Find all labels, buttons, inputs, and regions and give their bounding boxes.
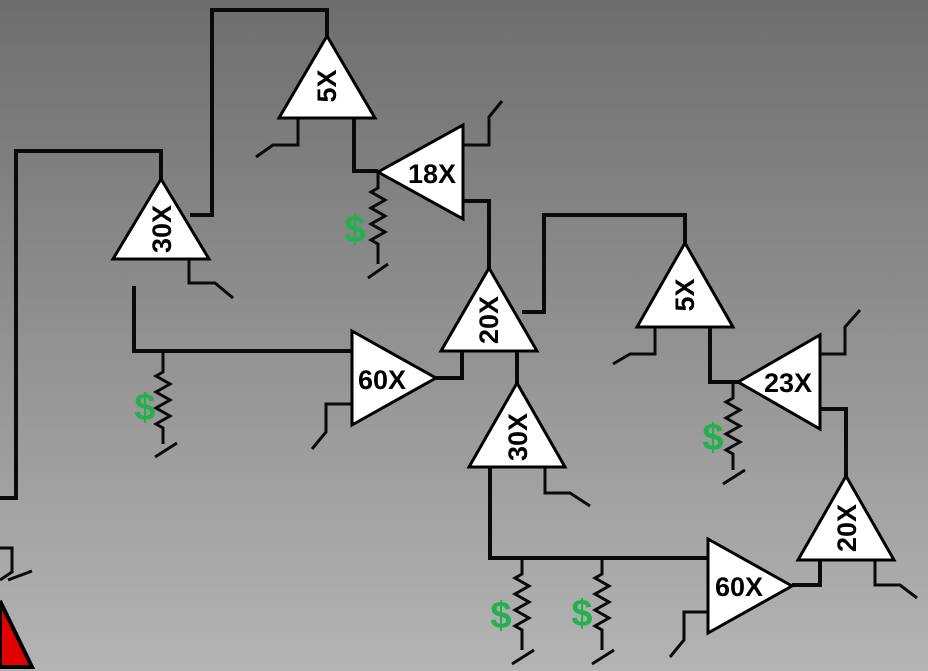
ground-stub bbox=[310, 402, 352, 450]
dollar-sign: $ bbox=[344, 209, 365, 251]
amplifier-18x: 18X bbox=[374, 122, 465, 222]
ground-stub bbox=[463, 100, 504, 147]
wire-bottom-bus bbox=[488, 467, 708, 560]
dollar-sign: $ bbox=[134, 387, 155, 429]
wire-60x-to-20x-right bbox=[792, 560, 822, 587]
ground-stub bbox=[255, 118, 300, 159]
amplifier-gain-label: 5X bbox=[312, 69, 342, 102]
amplifier-gain-label: 23X bbox=[764, 368, 812, 398]
amplifier-gain-label: 20X bbox=[832, 504, 862, 552]
wires bbox=[0, 8, 848, 587]
warning-triangle-shape bbox=[0, 600, 36, 669]
amplifier-triangle bbox=[438, 265, 540, 353]
amplifier-30x-center: 30X bbox=[466, 379, 568, 469]
amplifier-gain-label: 20X bbox=[474, 296, 504, 344]
amplifier-20x-right: 20X bbox=[795, 472, 897, 562]
wire-top-loop bbox=[190, 8, 329, 217]
dollar-sign: $ bbox=[571, 593, 592, 635]
amplifier-gain-label: 60X bbox=[715, 572, 763, 602]
resistor bbox=[367, 172, 389, 280]
dollar-sign: $ bbox=[702, 417, 723, 459]
amplifier-5x-right: 5X bbox=[634, 239, 736, 329]
ground-stub bbox=[187, 258, 234, 300]
amplifier-gain-label: 60X bbox=[358, 365, 406, 395]
amplifier-triangle bbox=[634, 239, 736, 329]
amplifier-triangle bbox=[374, 122, 465, 222]
amplifier-5x-top: 5X bbox=[276, 33, 378, 120]
wire-18x-to-20x bbox=[463, 199, 491, 268]
amplifier-triangle bbox=[276, 33, 378, 120]
resistor bbox=[591, 558, 615, 666]
ground-stub bbox=[612, 327, 657, 366]
amplifier-60x-left: 60X bbox=[350, 328, 440, 428]
wire-30x-bus bbox=[132, 286, 352, 353]
ground-stub bbox=[820, 309, 862, 356]
amplifier-60x-bottom: 60X bbox=[706, 536, 796, 636]
dollar-sign: $ bbox=[490, 595, 511, 637]
resistors bbox=[152, 172, 746, 666]
warning-triangle-icon bbox=[0, 600, 36, 669]
wire-20x-to-5x bbox=[522, 213, 687, 314]
cost-symbols: $ $ $ $ $ bbox=[134, 209, 723, 637]
amplifier-gain-label: 18X bbox=[408, 159, 456, 189]
amplifier-triangle bbox=[795, 472, 897, 562]
ground-stubs bbox=[0, 100, 918, 658]
amplifier-triangle bbox=[466, 379, 568, 469]
resistor bbox=[722, 382, 746, 486]
amplifier-23x: 23X bbox=[734, 332, 822, 432]
resistor bbox=[511, 558, 535, 666]
amplifier-triangle bbox=[734, 332, 822, 432]
ground-stub bbox=[0, 546, 33, 582]
amplifier-gain-label: 30X bbox=[503, 413, 533, 461]
resistor bbox=[152, 352, 178, 459]
amplifier-gain-label: 30X bbox=[147, 205, 177, 253]
amplifier-triangle bbox=[706, 536, 796, 636]
amplifier-triangle bbox=[110, 176, 212, 261]
amplifier-triangle bbox=[350, 328, 440, 428]
wire-left-loop bbox=[0, 149, 163, 500]
wire-5x-to-23x bbox=[708, 327, 738, 384]
ground-stub bbox=[543, 467, 591, 508]
wire-18x-input bbox=[352, 118, 378, 173]
ground-stub bbox=[668, 610, 708, 658]
wire-60x-to-20x bbox=[436, 351, 464, 380]
amplifier-30x-left: 30X bbox=[110, 176, 212, 261]
amplifier-20x-center: 20X bbox=[438, 265, 540, 353]
ground-stub bbox=[873, 560, 918, 600]
wire-23x-to-20x bbox=[820, 407, 848, 476]
amplifier-gain-label: 5X bbox=[670, 278, 700, 311]
